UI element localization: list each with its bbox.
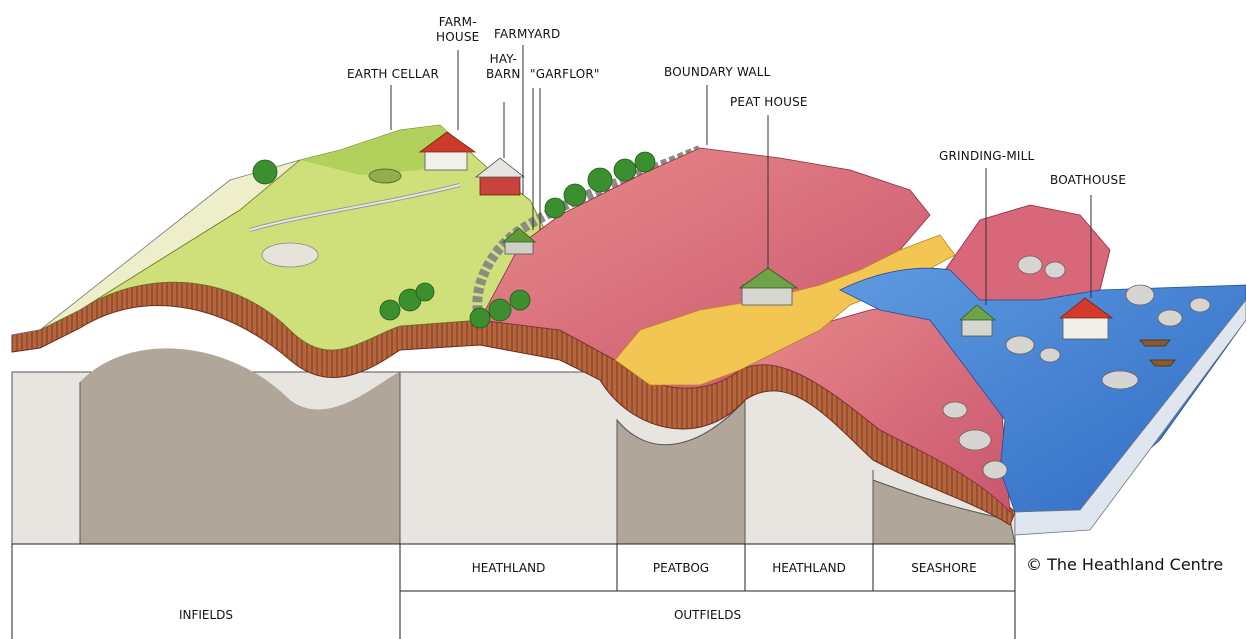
zone-outfields: OUTFIELDS — [400, 591, 1015, 639]
earth-cellar-label: EARTH CELLAR — [347, 67, 439, 82]
boathouse-label: BOATHOUSE — [1050, 173, 1126, 188]
zone-heathland-2: HEATHLAND — [745, 544, 873, 591]
copyright-credit: © The Heathland Centre — [1026, 555, 1223, 574]
haybarn-label-line1: HAY- — [490, 52, 517, 67]
farmyard-label: FARMYARD — [494, 27, 561, 42]
zone-heathland-1: HEATHLAND — [400, 544, 617, 591]
grinding-mill-label: GRINDING-MILL — [939, 149, 1034, 164]
peat-house-label: PEAT HOUSE — [730, 95, 808, 110]
heathland-headland — [945, 205, 1110, 300]
zone-peatbog: PEATBOG — [617, 544, 745, 591]
haybarn-label: HAY- BARN — [486, 52, 521, 82]
earth-cellar-building — [369, 169, 401, 183]
infield-meadow — [40, 125, 545, 350]
haybarn-label-line2: BARN — [486, 67, 521, 82]
boundary-wall-label: BOUNDARY WALL — [664, 65, 771, 80]
farmhouse-label-line1: FARM- — [439, 15, 477, 30]
zone-infields: INFIELDS — [12, 591, 400, 639]
farmhouse-label-line2: HOUSE — [436, 30, 479, 45]
zone-seashore: SEASHORE — [873, 544, 1015, 591]
farmhouse-label: FARM- HOUSE — [436, 15, 479, 45]
garflor-label: "GARFLOR" — [530, 67, 600, 82]
